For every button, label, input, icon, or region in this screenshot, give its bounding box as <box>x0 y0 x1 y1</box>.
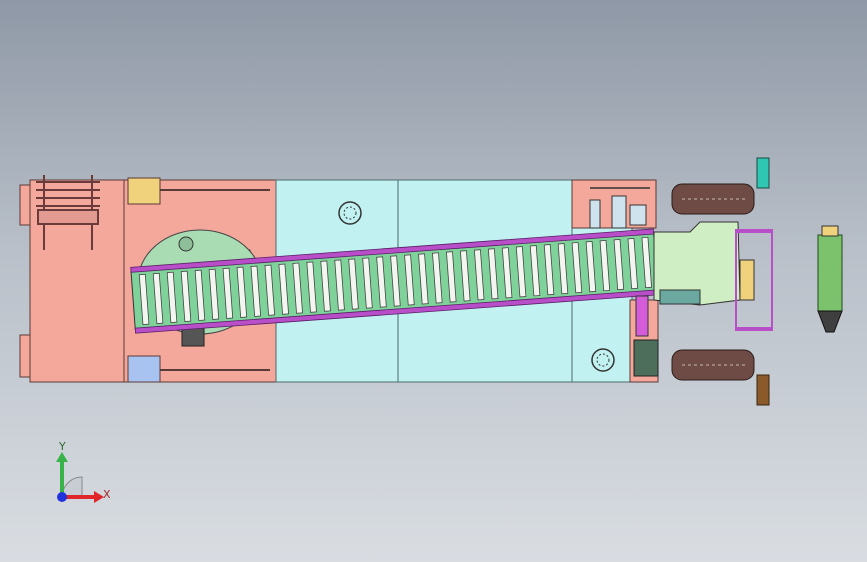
ladder-rung <box>529 245 541 297</box>
ladder-rung <box>390 255 401 307</box>
ladder-rung <box>250 265 262 317</box>
ladder-rung <box>264 264 276 316</box>
ladder-rung <box>362 257 373 309</box>
ladder-rung <box>334 259 345 311</box>
origin-dot <box>57 492 67 502</box>
ladder-rung <box>585 241 597 293</box>
hatch-bottom <box>591 348 615 372</box>
mirror-bottom <box>756 374 770 406</box>
ladder-rung <box>222 267 234 319</box>
ladder-rung <box>138 273 150 326</box>
cab[interactable] <box>633 221 773 377</box>
fire-extinguisher[interactable] <box>817 225 843 333</box>
ladder-rung <box>543 244 555 296</box>
ladder-rung <box>446 251 457 303</box>
ladder-rung <box>571 242 583 294</box>
ladder-rung <box>599 240 611 292</box>
ladder-rung <box>641 236 653 289</box>
ladder-rung <box>194 269 206 321</box>
ladder-rung <box>487 248 499 300</box>
ladder-rung <box>320 260 331 312</box>
ladder-rung <box>180 270 192 322</box>
ladder-rung <box>404 254 415 306</box>
ladder-rung <box>613 238 625 291</box>
ladder-rung <box>208 268 220 320</box>
ladder-rung <box>292 262 303 314</box>
ladder-rung <box>473 249 485 301</box>
ladder-rung <box>501 247 513 299</box>
ladder-rung <box>152 272 164 324</box>
ladder-rung <box>278 263 289 315</box>
lower-compartment <box>127 355 161 383</box>
ladder-rung <box>460 250 471 302</box>
ladder-rung <box>166 271 178 323</box>
x-axis-label: X <box>103 488 111 501</box>
y-axis-label: Y <box>59 440 66 453</box>
ladder-rung <box>236 266 248 318</box>
rear-hooks <box>36 175 100 250</box>
front-cylinder <box>633 339 659 377</box>
mirror-top <box>756 157 770 189</box>
coordinate-triad <box>56 452 104 503</box>
aerial-ladder[interactable] <box>130 228 659 334</box>
ladder-rung <box>306 261 317 313</box>
upper-compartment <box>127 177 161 205</box>
ladder-rung <box>376 256 387 308</box>
hatch-top <box>338 201 362 225</box>
ladder-rung <box>348 258 359 310</box>
front-wheels[interactable] <box>671 183 755 381</box>
ladder-rung <box>627 237 639 290</box>
ladder-rung <box>418 253 429 305</box>
ladder-rung <box>557 243 569 295</box>
ladder-rung <box>515 246 527 298</box>
ladder-rung <box>432 252 443 304</box>
